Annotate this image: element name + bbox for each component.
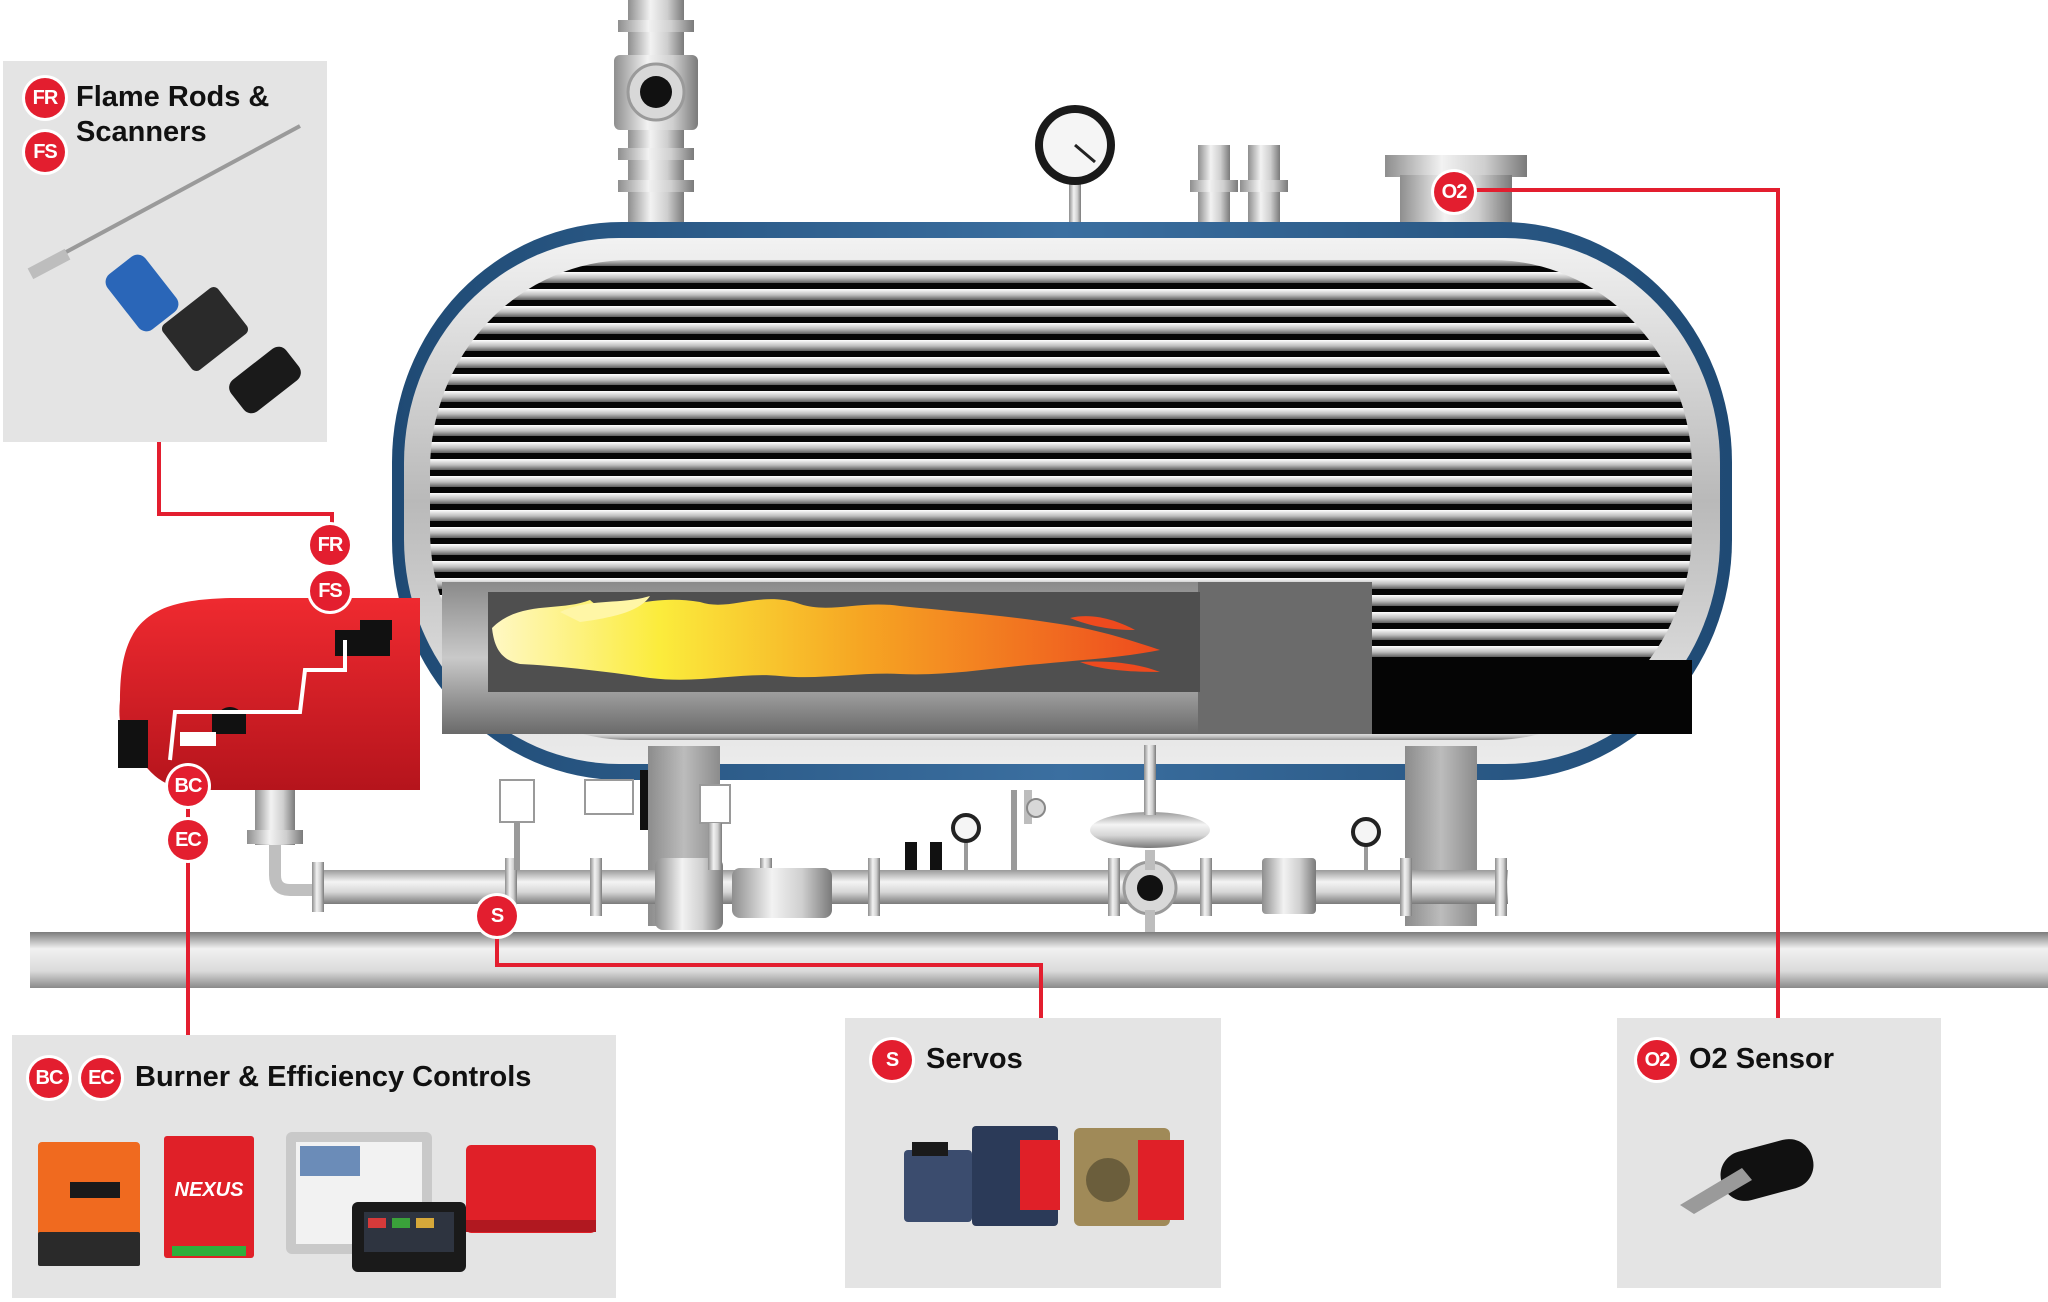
flame-panel-title-line2: Scanners [76, 116, 207, 148]
efficiency-control-tag: EC [168, 820, 208, 860]
flame-scanner-tag: FS [310, 571, 350, 611]
efficiency-control-badge: EC [81, 1058, 121, 1098]
o2-tag: O2 [1434, 172, 1474, 212]
flame-rod-icon [27, 124, 301, 280]
steam-outlets [1190, 145, 1288, 225]
flame-rod-tag: FR [310, 525, 350, 565]
touchscreen-display-icon [286, 1132, 466, 1272]
o2-probe-icon [1680, 1139, 1814, 1214]
servo-motor-icon [904, 1126, 1184, 1226]
servo-badge: S [872, 1040, 912, 1080]
o2-panel-title: O2 Sensor [1689, 1043, 1835, 1075]
flame-connector-line [157, 442, 334, 545]
pressure-gauge [1035, 105, 1115, 225]
flame-panel-title-line1: Flame Rods & [76, 81, 270, 113]
servo-tag: S [477, 896, 517, 936]
burner-unit [118, 598, 420, 896]
o2-connector-line [1475, 188, 1780, 1018]
actuator-icon [38, 1142, 140, 1266]
burner-control-tag: BC [168, 766, 208, 806]
flame [492, 596, 1160, 680]
servos-panel-title: Servos [926, 1043, 1023, 1075]
nexus-controller-icon: NEXUS [164, 1136, 254, 1258]
flame-scanner-badge: FS [25, 132, 65, 172]
burner-control-badge: BC [29, 1058, 69, 1098]
servo-connector-line [495, 916, 1043, 1018]
fuel-train [312, 745, 1508, 932]
burner-panel-title: Burner & Efficiency Controls [135, 1061, 532, 1093]
flame-scanner-icon [105, 254, 301, 414]
flame-rod-badge: FR [25, 78, 65, 118]
o2-sensor-badge: O2 [1637, 1040, 1677, 1080]
nexus-logo-text: NEXUS [175, 1179, 245, 1201]
exhaust-stack [614, 0, 698, 225]
control-module-icon [466, 1145, 596, 1233]
